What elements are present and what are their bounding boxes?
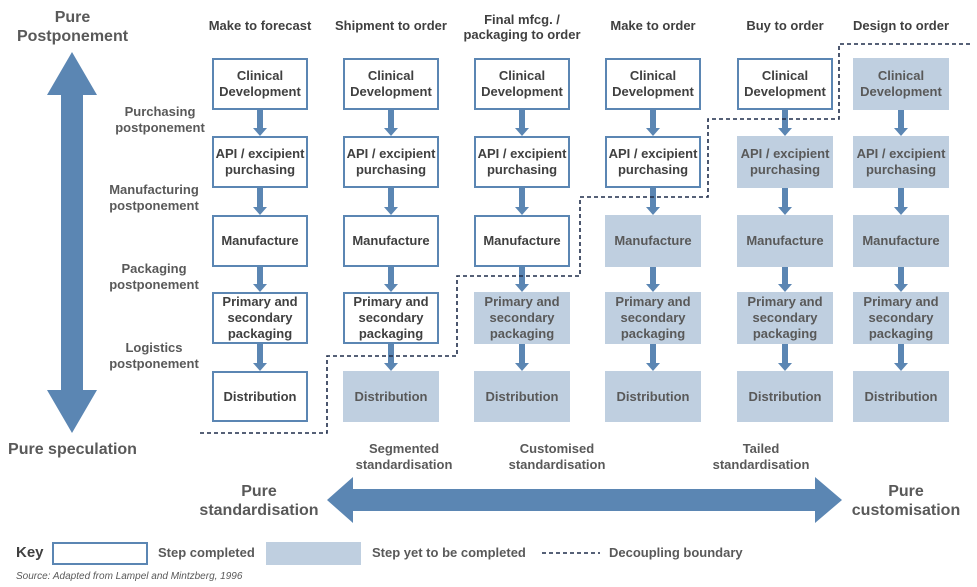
- flow-arrow-head: [894, 128, 908, 136]
- step-box-distribution: Distribution: [343, 371, 439, 422]
- step-box-clinical-development: Clinical Development: [605, 58, 701, 110]
- pure-customisation-label: Pure customisation: [851, 483, 961, 519]
- purchasing-postponement-label: Purchasing postponement: [115, 104, 205, 135]
- flow-arrow-head: [778, 363, 792, 371]
- flow-arrow-head: [253, 363, 267, 371]
- step-box-manufacture: Manufacture: [853, 215, 949, 267]
- decoupling-boundary-line: [200, 43, 972, 434]
- flow-arrow-head: [253, 128, 267, 136]
- packaging-postponement-label: Packaging postponement: [109, 261, 199, 292]
- flow-arrow-head: [778, 207, 792, 215]
- flow-arrow-head: [894, 284, 908, 292]
- flow-arrow-head: [894, 363, 908, 371]
- flow-arrow-head: [253, 284, 267, 292]
- column-header-1: Shipment to order: [335, 18, 447, 33]
- flow-arrow-head: [646, 363, 660, 371]
- manufacturing-postponement-label: Manufacturing postponement: [109, 182, 199, 213]
- flow-arrow-head: [515, 363, 529, 371]
- flow-arrow-head: [515, 207, 529, 215]
- step-box-clinical-development: Clinical Development: [853, 58, 949, 110]
- flow-arrow-head: [515, 284, 529, 292]
- column-header-5: Design to order: [852, 18, 950, 33]
- pure-postponement-label: Pure Postponement: [16, 9, 129, 45]
- flow-arrow-head: [384, 207, 398, 215]
- key-yet-label: Step yet to be completed: [372, 545, 526, 560]
- logistics-postponement-label: Logistics postponement: [109, 340, 199, 371]
- step-box-api-excipient-purchasing: API / excipient purchasing: [343, 136, 439, 188]
- step-box-api-excipient-purchasing: API / excipient purchasing: [853, 136, 949, 188]
- flow-arrow-head: [384, 363, 398, 371]
- step-box-packaging: Primary and secondary packaging: [737, 292, 833, 344]
- step-box-distribution: Distribution: [853, 371, 949, 422]
- step-box-api-excipient-purchasing: API / excipient purchasing: [605, 136, 701, 188]
- customised-standardisation-label: Customised standardisation: [508, 441, 606, 472]
- step-box-api-excipient-purchasing: API / excipient purchasing: [212, 136, 308, 188]
- step-box-packaging: Primary and secondary packaging: [605, 292, 701, 344]
- tailed-standardisation-label: Tailed standardisation: [712, 441, 810, 472]
- step-box-distribution: Distribution: [737, 371, 833, 422]
- step-box-distribution: Distribution: [474, 371, 570, 422]
- step-box-manufacture: Manufacture: [737, 215, 833, 267]
- step-box-api-excipient-purchasing: API / excipient purchasing: [737, 136, 833, 188]
- flow-arrow-head: [646, 284, 660, 292]
- step-box-packaging: Primary and secondary packaging: [474, 292, 570, 344]
- pure-speculation-label: Pure speculation: [8, 441, 137, 458]
- step-box-manufacture: Manufacture: [605, 215, 701, 267]
- source-note: Source: Adapted from Lampel and Mintzber…: [16, 571, 243, 582]
- column-header-2: Final mfcg. / packaging to order: [463, 12, 581, 42]
- flow-arrow-head: [384, 284, 398, 292]
- flow-arrow-head: [894, 207, 908, 215]
- key-completed-label: Step completed: [158, 545, 255, 560]
- flow-arrow-head: [646, 207, 660, 215]
- step-box-clinical-development: Clinical Development: [474, 58, 570, 110]
- horizontal-double-arrow: [327, 477, 842, 523]
- key-title: Key: [16, 544, 44, 561]
- flow-arrow-head: [778, 284, 792, 292]
- key-completed-swatch: [52, 542, 148, 565]
- flow-arrow-head: [646, 128, 660, 136]
- key-boundary-label: Decoupling boundary: [609, 545, 743, 560]
- column-header-0: Make to forecast: [208, 18, 312, 33]
- step-box-manufacture: Manufacture: [212, 215, 308, 267]
- flow-arrow-head: [384, 128, 398, 136]
- column-header-4: Buy to order: [746, 18, 824, 33]
- step-box-packaging: Primary and secondary packaging: [212, 292, 308, 344]
- flow-arrow-head: [253, 207, 267, 215]
- step-box-manufacture: Manufacture: [343, 215, 439, 267]
- step-box-clinical-development: Clinical Development: [737, 58, 833, 110]
- segmented-standardisation-label: Segmented standardisation: [355, 441, 453, 472]
- step-box-clinical-development: Clinical Development: [212, 58, 308, 110]
- pure-standardisation-label: Pure standardisation: [199, 483, 319, 519]
- key-yet-swatch: [266, 542, 361, 565]
- step-box-distribution: Distribution: [605, 371, 701, 422]
- flow-arrow-head: [515, 128, 529, 136]
- step-box-packaging: Primary and secondary packaging: [853, 292, 949, 344]
- column-header-3: Make to order: [610, 18, 696, 33]
- step-box-packaging: Primary and secondary packaging: [343, 292, 439, 344]
- step-box-distribution: Distribution: [212, 371, 308, 422]
- flow-arrow-head: [778, 128, 792, 136]
- vertical-double-arrow: [47, 52, 97, 433]
- step-box-manufacture: Manufacture: [474, 215, 570, 267]
- step-box-api-excipient-purchasing: API / excipient purchasing: [474, 136, 570, 188]
- step-box-clinical-development: Clinical Development: [343, 58, 439, 110]
